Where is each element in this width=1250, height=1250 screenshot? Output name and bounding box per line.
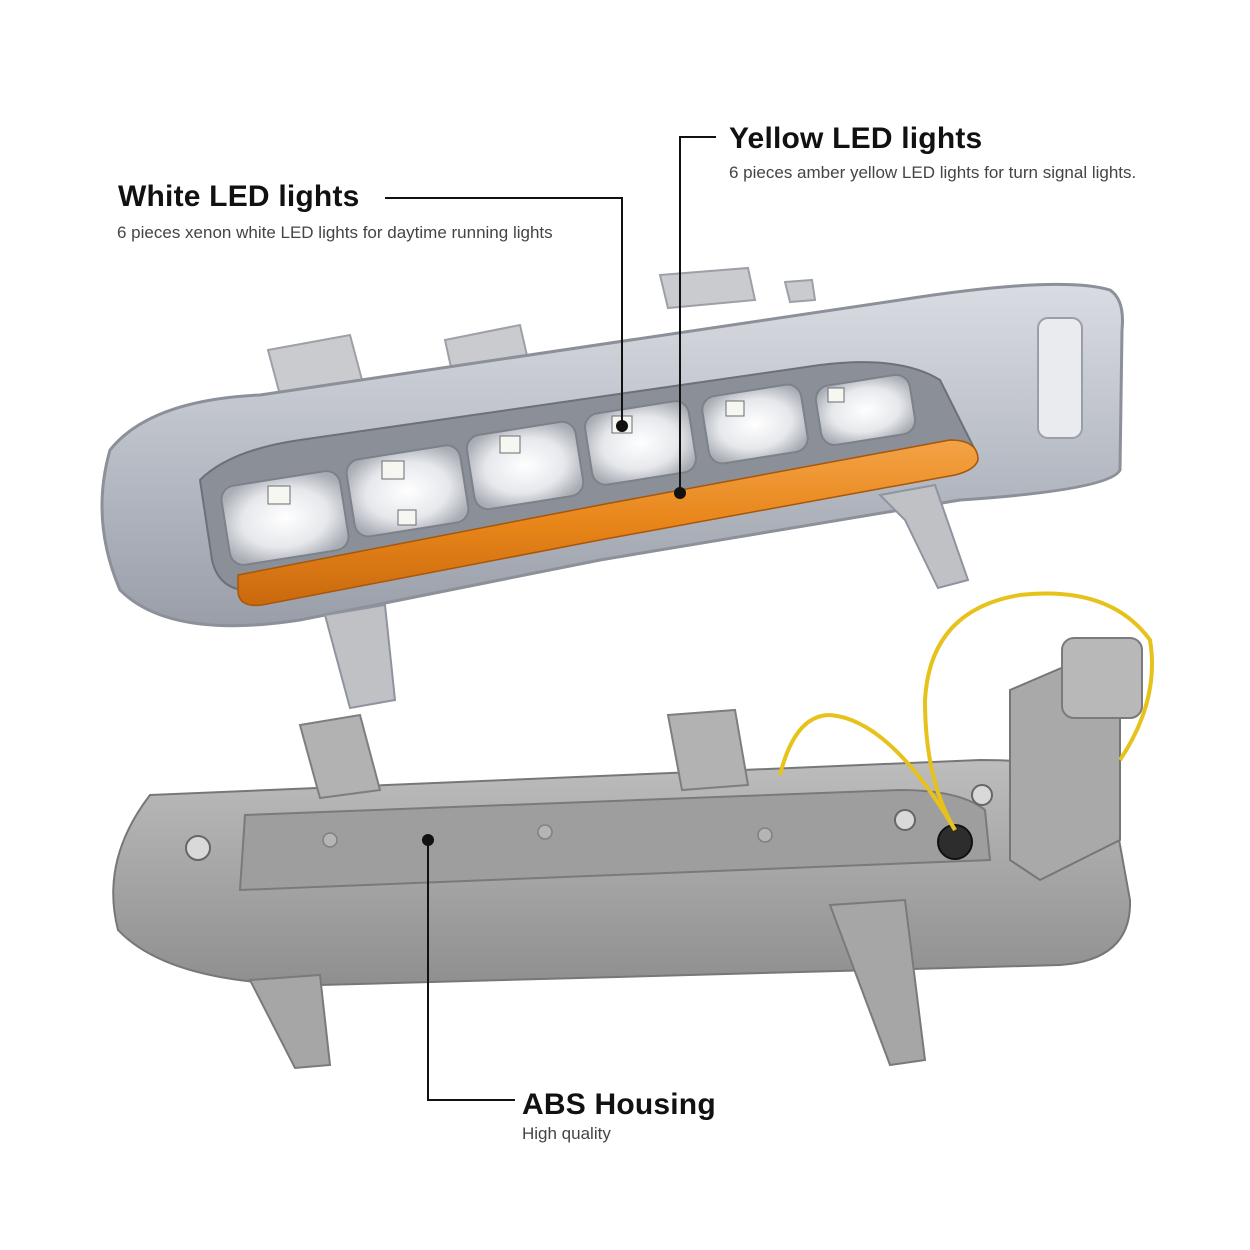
yellow-led-marker [674, 487, 686, 499]
white-led-marker [616, 420, 628, 432]
white-led-title: White LED lights [118, 180, 360, 213]
abs-housing [112, 637, 1143, 1070]
abs-housing-description: High quality [522, 1124, 611, 1143]
yellow-led-description: 6 pieces amber yellow LED lights for tur… [729, 163, 1137, 182]
leader-lines [385, 136, 716, 1101]
drl-light-unit [100, 266, 1124, 710]
wire [922, 591, 1154, 832]
white-led-description: 6 pieces xenon white LED lights for dayt… [117, 223, 553, 242]
abs-housing-title: ABS Housing [522, 1088, 716, 1121]
yellow-led-title: Yellow LED lights [729, 122, 983, 155]
abs-housing-marker [422, 834, 434, 846]
